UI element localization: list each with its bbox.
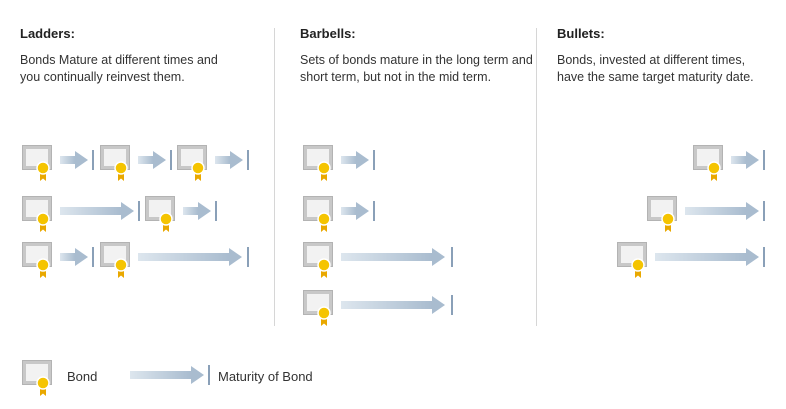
maturity-tick	[92, 247, 94, 267]
legend: Bond Maturity of Bond	[22, 360, 422, 400]
maturity-tick	[215, 201, 217, 221]
maturity-tick	[373, 201, 375, 221]
legend-maturity-label: Maturity of Bond	[218, 369, 313, 384]
bond-certificate-icon	[303, 242, 333, 280]
time-arrow-icon	[731, 151, 759, 169]
legend-maturity-tick	[208, 365, 210, 385]
bullets-description: Bonds, invested at different times, have…	[557, 53, 754, 84]
time-arrow-icon	[60, 248, 88, 266]
time-arrow-icon	[341, 151, 369, 169]
maturity-tick	[763, 150, 765, 170]
bond-row	[0, 145, 786, 181]
bond-row	[0, 242, 786, 278]
bond-certificate-icon	[22, 196, 52, 234]
bond-certificate-icon	[617, 242, 647, 280]
maturity-tick	[763, 247, 765, 267]
time-arrow-icon	[138, 151, 166, 169]
maturity-tick	[763, 201, 765, 221]
column-divider	[274, 28, 275, 326]
time-arrow-icon	[183, 202, 211, 220]
ladders-title: Ladders:	[20, 26, 75, 41]
bond-row	[0, 242, 786, 278]
time-arrow-icon	[60, 202, 134, 220]
bullets-title: Bullets:	[557, 26, 605, 41]
bond-row	[0, 196, 786, 232]
column-divider	[536, 28, 537, 326]
legend-bond-label: Bond	[67, 369, 98, 384]
bond-row	[0, 196, 786, 232]
bond-certificate-icon	[100, 145, 130, 183]
maturity-tick	[170, 150, 172, 170]
maturity-tick	[247, 150, 249, 170]
bond-certificate-icon	[303, 196, 333, 234]
bond-row	[0, 242, 786, 278]
legend-bond-icon	[22, 360, 52, 398]
bond-certificate-icon	[693, 145, 723, 183]
time-arrow-icon	[138, 248, 242, 266]
barbells-description: Sets of bonds mature in the long term an…	[300, 53, 533, 84]
bond-certificate-icon	[303, 145, 333, 183]
bond-row	[0, 145, 786, 181]
time-arrow-icon	[341, 296, 445, 314]
maturity-tick	[451, 295, 453, 315]
time-arrow-icon	[215, 151, 243, 169]
barbells-column: Barbells: Sets of bonds mature in the lo…	[300, 0, 535, 330]
maturity-tick	[373, 150, 375, 170]
time-arrow-icon	[341, 202, 369, 220]
bond-certificate-icon	[100, 242, 130, 280]
ladders-description: Bonds Mature at different times and you …	[20, 53, 218, 84]
maturity-tick	[451, 247, 453, 267]
maturity-tick	[92, 150, 94, 170]
bond-certificate-icon	[145, 196, 175, 234]
barbells-title: Barbells:	[300, 26, 356, 41]
time-arrow-icon	[685, 202, 759, 220]
bond-certificate-icon	[647, 196, 677, 234]
bond-certificate-icon	[22, 145, 52, 183]
bond-row	[0, 290, 786, 326]
maturity-tick	[138, 201, 140, 221]
bond-certificate-icon	[177, 145, 207, 183]
time-arrow-icon	[341, 248, 445, 266]
bond-row	[0, 145, 786, 181]
bullets-column: Bullets: Bonds, invested at different ti…	[557, 0, 777, 330]
time-arrow-icon	[655, 248, 759, 266]
bond-row	[0, 196, 786, 232]
ladders-column: Ladders: Bonds Mature at different times…	[20, 0, 265, 330]
bond-certificate-icon	[303, 290, 333, 328]
bond-certificate-icon	[22, 242, 52, 280]
time-arrow-icon	[60, 151, 88, 169]
maturity-tick	[247, 247, 249, 267]
legend-arrow-icon	[130, 366, 204, 384]
